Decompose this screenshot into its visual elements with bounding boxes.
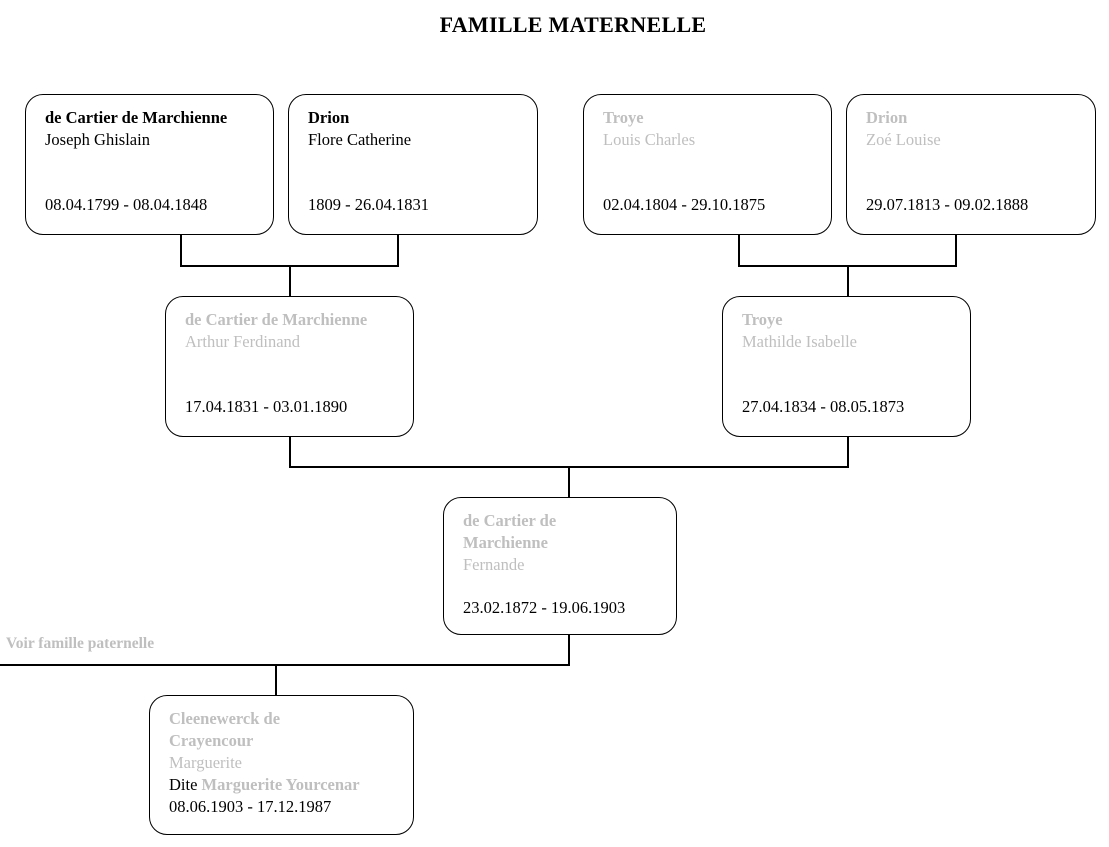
connector-line [847,265,849,296]
given-name: Flore Catherine [308,130,412,149]
given-name: Arthur Ferdinand [185,332,301,351]
given-name: Fernande [463,555,525,574]
life-dates: 1809 - 26.04.1831 [308,195,429,214]
surname: Drion [308,108,350,127]
alias-name: Marguerite Yourcenar [201,775,360,794]
person-card-zoe-louise: Drion Zoé Louise 29.07.1813 - 09.02.1888 [846,94,1096,235]
surname: de Cartier de Marchienne [463,511,557,552]
life-dates: 02.04.1804 - 29.10.1875 [603,195,766,214]
given-name: Louis Charles [603,130,696,149]
connector-line [289,265,291,296]
person-card-joseph-ghislain: de Cartier de Marchienne Joseph Ghislain… [25,94,274,235]
person-card-louis-charles: Troye Louis Charles 02.04.1804 - 29.10.1… [583,94,832,235]
given-name: Mathilde Isabelle [742,332,858,351]
paternal-family-link[interactable]: Voir famille paternelle [6,635,155,652]
given-name: Marguerite [169,753,243,772]
page-title: FAMILLE MATERNELLE [439,12,707,37]
connector-line [0,664,570,666]
person-card-fernande: de Cartier de Marchienne Fernande 23.02.… [443,497,677,635]
connector-line [289,436,291,467]
connector-line [568,634,570,665]
person-card-mathilde-isabelle: Troye Mathilde Isabelle 27.04.1834 - 08.… [722,296,971,437]
life-dates: 08.06.1903 - 17.12.1987 [169,797,332,816]
person-card-marguerite: Cleenewerck de Crayencour Marguerite Dit… [149,695,414,835]
connector-line [738,234,740,266]
life-dates: 29.07.1813 - 09.02.1888 [866,195,1029,214]
surname: de Cartier de Marchienne [45,108,228,127]
connector-line [568,466,570,498]
alias-line: Dite Marguerite Yourcenar [169,774,401,796]
surname: Cleenewerck de Crayencour [169,709,281,750]
connector-line [955,234,957,266]
life-dates: 27.04.1834 - 08.05.1873 [742,397,905,416]
person-card-arthur-ferdinand: de Cartier de Marchienne Arthur Ferdinan… [165,296,414,437]
surname: Troye [603,108,644,127]
life-dates: 23.02.1872 - 19.06.1903 [463,598,626,617]
connector-line [847,436,849,467]
connector-line [397,234,399,266]
surname: Troye [742,310,783,329]
surname: de Cartier de Marchienne [185,310,368,329]
given-name: Zoé Louise [866,130,941,149]
surname: Drion [866,108,908,127]
person-card-flore-catherine: Drion Flore Catherine 1809 - 26.04.1831 [288,94,538,235]
life-dates: 08.04.1799 - 08.04.1848 [45,195,208,214]
connector-line [275,664,277,695]
alias-prefix: Dite [169,775,198,794]
life-dates: 17.04.1831 - 03.01.1890 [185,397,348,416]
given-name: Joseph Ghislain [45,130,150,149]
connector-line [180,234,182,266]
